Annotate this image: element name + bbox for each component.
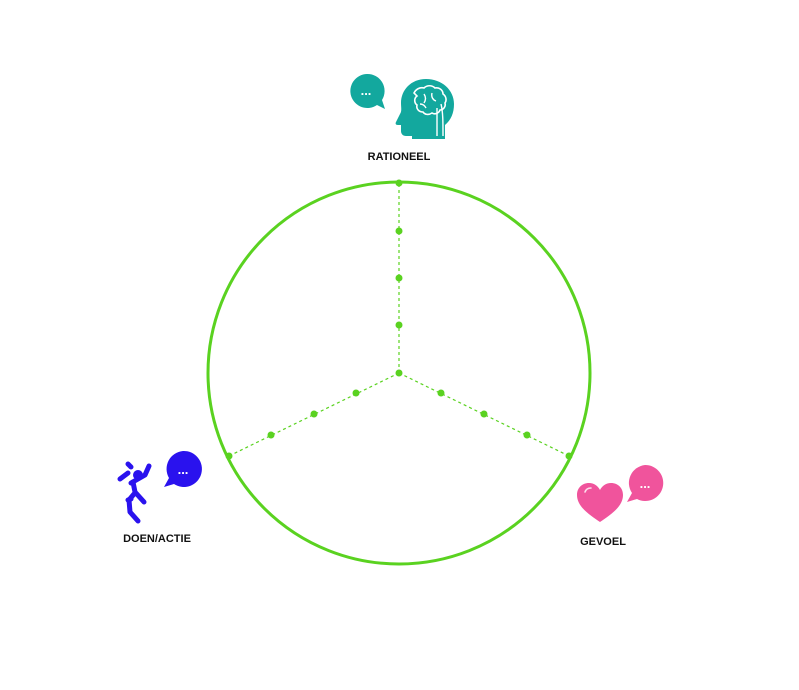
scale-point [437, 389, 445, 397]
scale-point [225, 452, 233, 460]
brain-head-icon [395, 79, 454, 139]
doen-group: ... DOEN/ACTIE [117, 450, 202, 545]
spoke-gevoel [398, 372, 570, 457]
heart-icon [577, 483, 623, 522]
scale-point [523, 431, 531, 439]
gevoel-group: ... GEVOEL [577, 464, 664, 548]
scale-point [395, 179, 403, 187]
bubble-dots: ... [640, 476, 651, 491]
bubble-dots: ... [361, 83, 372, 98]
speech-bubble-icon: ... [164, 450, 202, 487]
points-doen [225, 389, 360, 460]
bubble-dots: ... [178, 462, 189, 477]
axis-label-gevoel: GEVOEL [580, 536, 626, 548]
jumping-person-icon [117, 461, 152, 524]
scale-point [480, 410, 488, 418]
scale-point [565, 452, 573, 460]
scale-point [352, 389, 360, 397]
axis-label-rationeel: RATIONEEL [368, 151, 431, 163]
scale-point [310, 410, 318, 418]
center-point [395, 369, 403, 377]
scale-point [267, 431, 275, 439]
axis-label-doen: DOEN/ACTIE [123, 533, 191, 545]
scale-point [395, 274, 403, 282]
points-gevoel [437, 389, 573, 460]
scale-point [395, 227, 403, 235]
rationeel-group: ... RATIONEEL [350, 73, 454, 163]
spoke-doen [228, 372, 400, 457]
scale-point [395, 321, 403, 329]
points-rationeel [395, 179, 403, 329]
speech-bubble-icon: ... [350, 73, 385, 109]
speech-bubble-icon: ... [627, 464, 664, 502]
